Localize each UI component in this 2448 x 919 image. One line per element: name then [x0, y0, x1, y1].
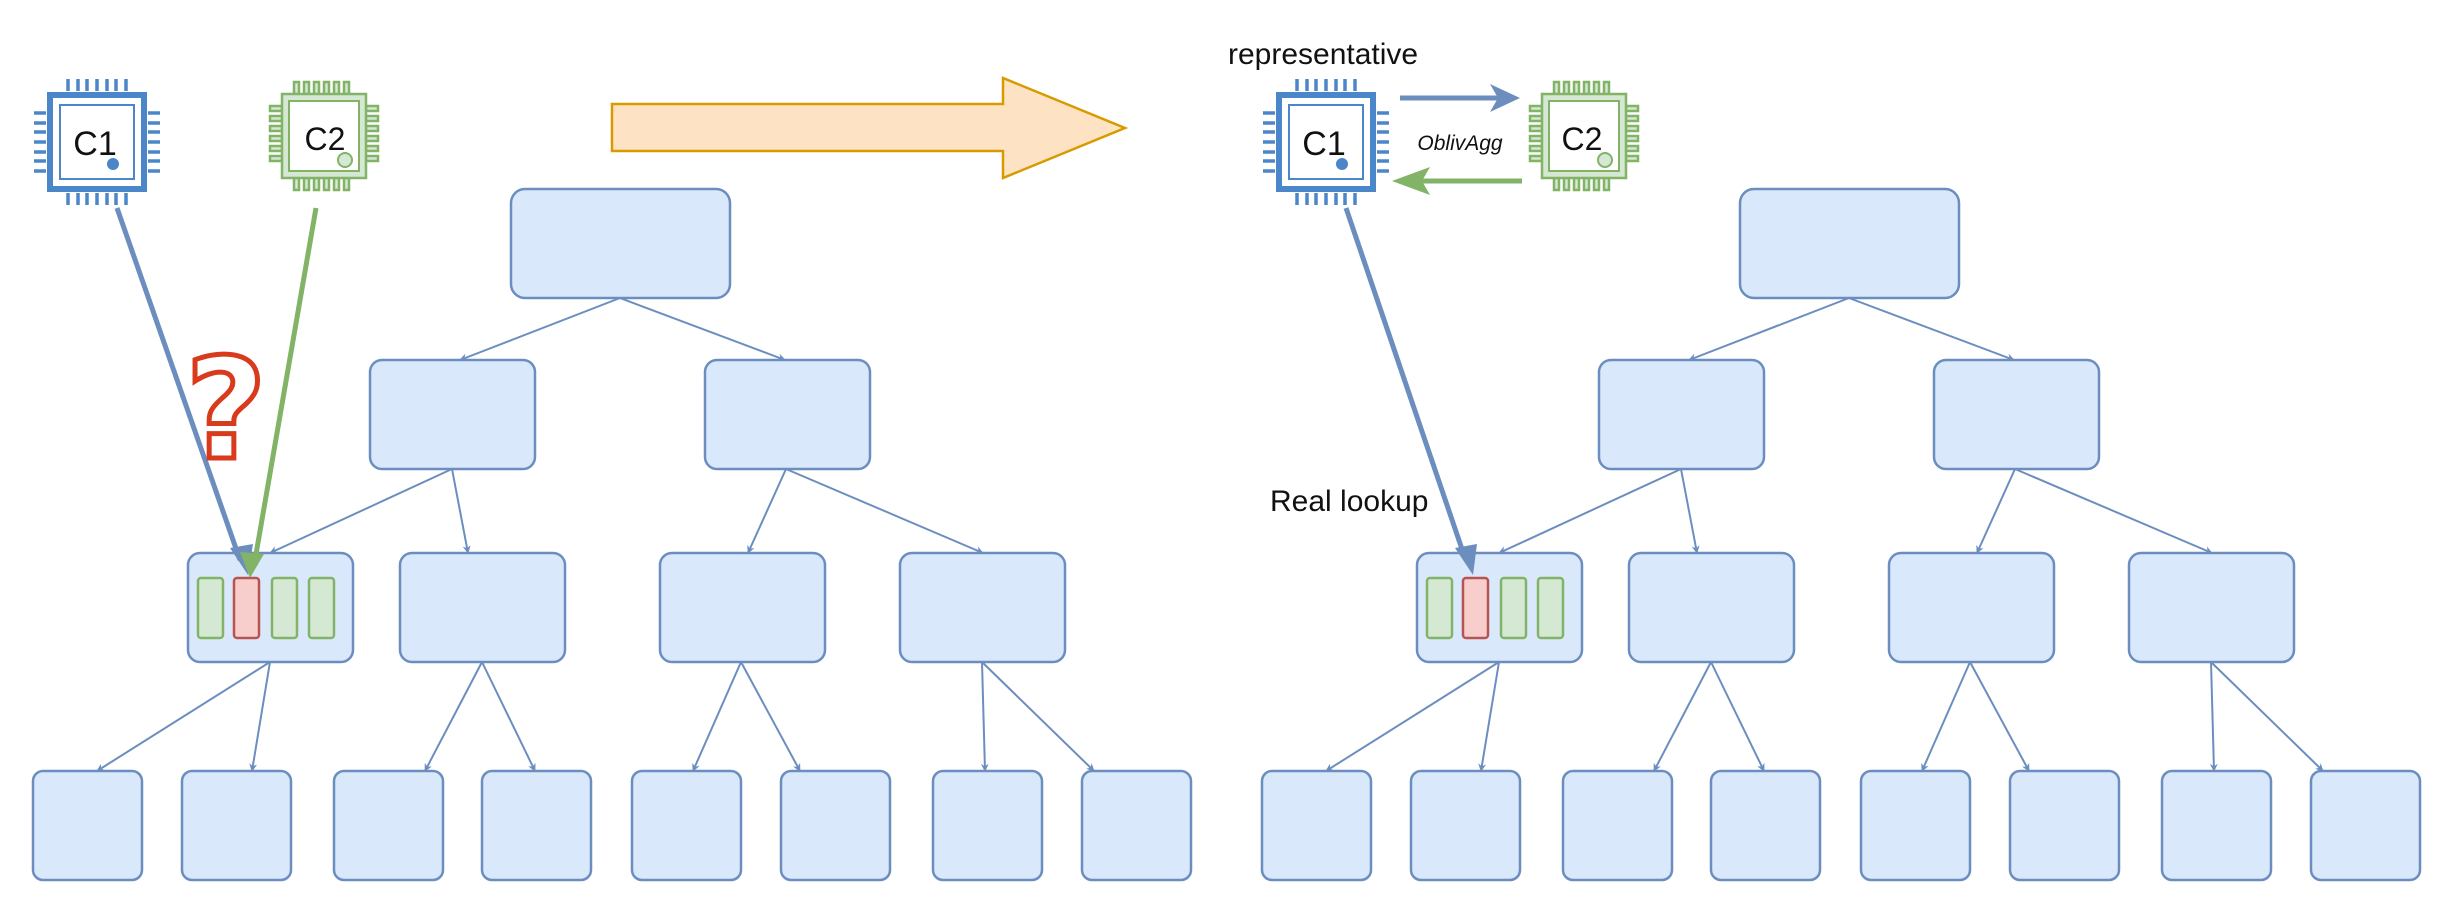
right-tree-edge — [1325, 661, 1500, 772]
left-tree-node — [180, 769, 293, 882]
right-tree-node — [1887, 551, 2056, 664]
right-tree-node — [1932, 358, 2101, 471]
left-tree-edge — [692, 661, 742, 772]
right-tree-edge — [1921, 661, 1971, 772]
right-tree-node — [1627, 551, 1796, 664]
right-tree-node — [2127, 551, 2296, 664]
right-tree-node — [1709, 769, 1822, 882]
left-tree-edge — [785, 468, 984, 554]
real-lookup-line — [1343, 207, 1468, 559]
right-tree-node — [2309, 769, 2422, 882]
right-tree-node — [1561, 769, 1674, 882]
left-tree-edge — [459, 297, 621, 362]
chip-c1-label: C1 — [1302, 125, 1345, 163]
right-tree-node — [1597, 358, 1766, 471]
left-panel: C1 C2 ? — [34, 79, 380, 578]
right-tree-edge — [1688, 297, 1850, 362]
left-data-slot — [307, 576, 336, 640]
left-tree-node — [898, 551, 1067, 664]
right-tree-edge — [2210, 661, 2324, 772]
chip-c2-icon — [268, 80, 380, 192]
left-data-slot — [196, 576, 225, 640]
left-tree-edge — [740, 661, 801, 772]
c2-lookup-line — [252, 207, 319, 561]
left-tree-node — [332, 769, 445, 882]
right-tree-edge — [1710, 661, 1765, 772]
right-tree-edge — [1848, 297, 2015, 362]
right-tree-edge — [1969, 661, 2030, 772]
left-tree-edge — [747, 468, 787, 554]
representative-label: representative — [1228, 38, 1418, 71]
right-data-slot — [1425, 576, 1454, 640]
left-tree-node — [779, 769, 892, 882]
left-tree-edge — [424, 661, 483, 772]
right-tree-edge — [2209, 661, 2218, 772]
left-tree-edge — [269, 468, 453, 554]
right-tree-edge — [1478, 661, 1500, 772]
left-tree-edge — [96, 661, 271, 772]
right-tree-node — [1260, 769, 1373, 882]
c2-lookup-arrowhead — [240, 552, 264, 578]
chip-c1-label: C1 — [73, 125, 116, 163]
right-tree-edge — [1498, 468, 1682, 554]
c1-to-c2-arrowhead — [1490, 84, 1520, 112]
left-tree-edge — [981, 661, 1095, 772]
left-tree-node — [1080, 769, 1193, 882]
left-tree-node — [398, 551, 567, 664]
left-tree-node — [31, 769, 144, 882]
left-tree-node — [931, 769, 1044, 882]
chip-c1-icon — [1263, 79, 1389, 205]
left-tree-node — [509, 187, 732, 300]
left-tree-node — [703, 358, 872, 471]
right-data-slot — [1536, 576, 1565, 640]
left-tree-edge — [481, 661, 536, 772]
left-tree-node — [368, 358, 537, 471]
right-data-slot — [1499, 576, 1528, 640]
chip-c2-label: C2 — [1562, 121, 1603, 157]
chip-c1-icon — [34, 79, 160, 205]
transition-arrow — [610, 76, 1129, 180]
left-tree-edge — [619, 297, 786, 362]
right-tree-node — [1409, 769, 1522, 882]
right-tree-edge — [1653, 661, 1712, 772]
left-target-slot — [232, 576, 261, 640]
left-tree-node — [480, 769, 593, 882]
left-tree-node — [630, 769, 743, 882]
left-tree-node — [658, 551, 827, 664]
right-tree-node — [2160, 769, 2273, 882]
right-target-slot — [1461, 576, 1490, 640]
right-tree-node — [2008, 769, 2121, 882]
right-tree-node — [1738, 187, 1961, 300]
chip-c2-icon — [1528, 80, 1640, 192]
question-mark: ? — [185, 329, 266, 492]
real-lookup-arrowhead — [1455, 544, 1477, 575]
right-tree-edge — [2014, 468, 2213, 554]
chip-c2-label: C2 — [305, 121, 346, 157]
right-panel: representative Real lookup OblivAgg C1 — [1228, 38, 1640, 575]
right-tree-edge — [1976, 468, 2016, 554]
oblivagg-label: OblivAgg — [1417, 132, 1503, 155]
c2-to-c1-arrowhead — [1392, 167, 1430, 195]
c1-lookup-line — [114, 207, 243, 561]
real-lookup-label: Real lookup — [1270, 485, 1428, 518]
right-tree-edge — [1680, 468, 1700, 554]
right-tree-node — [1859, 769, 1972, 882]
left-tree-edge — [451, 468, 471, 554]
left-tree-edge — [249, 661, 271, 772]
left-data-slot — [270, 576, 299, 640]
left-tree-edge — [980, 661, 989, 772]
